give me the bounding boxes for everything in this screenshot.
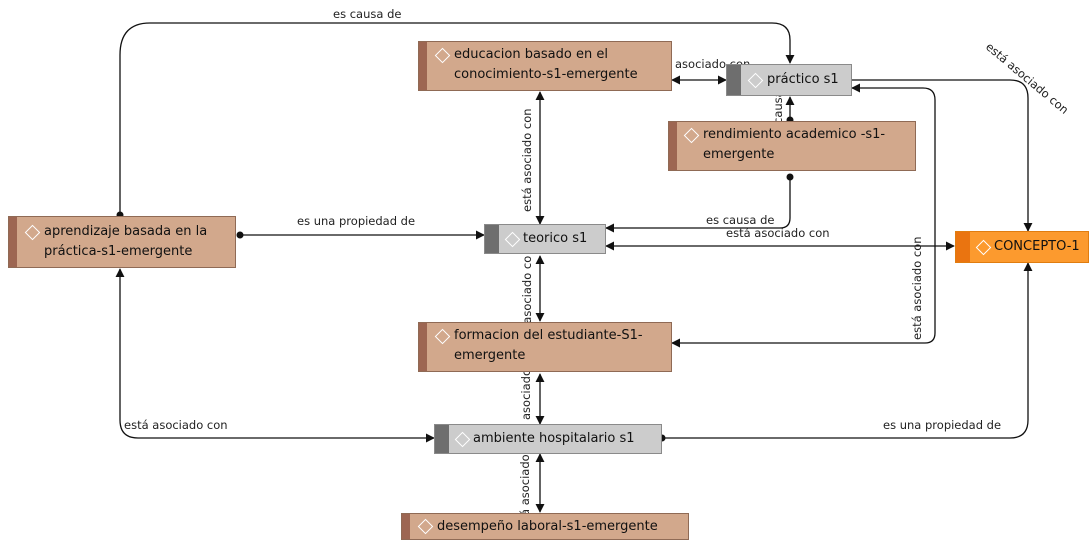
node-label: ambiente hospitalario s1 [473, 431, 635, 446]
node-label: emergente [454, 348, 526, 363]
edge-label: es causa de [706, 213, 774, 227]
edge-ambiente-concepto [658, 262, 1033, 442]
node-teorico-s1[interactable]: teorico s1 [484, 224, 606, 254]
node-educacion-basado-en-el-conocimiento[interactable]: educacion basado en el conocimiento-s1-e… [418, 41, 672, 91]
node-color-bar [727, 65, 741, 95]
diamond-icon [417, 518, 434, 535]
diamond-icon [975, 239, 992, 256]
node-color-bar [956, 232, 970, 262]
node-formacion-del-estudiante[interactable]: formacion del estudiante-S1- emergente [418, 322, 672, 372]
node-label: educacion basado en el [454, 47, 608, 62]
node-label: conocimiento-s1-emergente [454, 67, 638, 82]
node-color-bar [9, 217, 17, 267]
node-aprendizaje-basada-en-la-practica[interactable]: aprendizaje basada en la práctica-s1-eme… [8, 216, 236, 268]
node-color-bar [419, 323, 427, 371]
edge-label: está asociado con [124, 418, 228, 432]
edge-label: está asociado con [520, 108, 534, 212]
diamond-icon [454, 431, 471, 448]
diamond-icon [24, 224, 41, 241]
node-desempeno-laboral[interactable]: desempeño laboral-s1-emergente [401, 513, 689, 540]
edge-label: es una propiedad de [883, 418, 1001, 432]
node-label: teorico s1 [523, 231, 588, 246]
edge-practico-concepto [852, 79, 1033, 232]
node-practico-s1[interactable]: práctico s1 [726, 64, 852, 96]
edge-label: á asociado [518, 454, 532, 516]
node-label: formacion del estudiante-S1- [454, 328, 643, 343]
node-label: práctica-s1-emergente [44, 244, 193, 259]
node-concepto-1[interactable]: CONCEPTO-1 [955, 231, 1089, 263]
edge-label: está asociado con [910, 236, 924, 340]
edge-label: está asociado con [726, 226, 830, 240]
node-color-bar [485, 225, 499, 253]
edge-label: causa [771, 90, 785, 124]
edge-aprendizaje-practico [116, 22, 795, 219]
edge-label: está asociado con [983, 40, 1071, 117]
edge-label: es causa de [333, 7, 401, 21]
diamond-icon [747, 72, 764, 89]
edge-label: asociado [519, 369, 533, 420]
node-label: emergente [703, 147, 775, 162]
node-label: desempeño laboral-s1-emergente [437, 519, 658, 534]
node-label: aprendizaje basada en la [44, 224, 208, 239]
diamond-icon [434, 47, 451, 64]
diamond-icon [504, 231, 521, 248]
edge-label: es una propiedad de [297, 214, 415, 228]
node-color-bar [402, 514, 410, 539]
node-label: CONCEPTO-1 [994, 239, 1080, 254]
node-label: práctico s1 [767, 72, 839, 87]
node-color-bar [435, 425, 449, 453]
node-label: rendimiento academico -s1- [703, 127, 886, 142]
node-ambiente-hospitalario[interactable]: ambiente hospitalario s1 [434, 424, 662, 454]
edge-aprendizaje-ambiente [115, 268, 435, 443]
diamond-icon [683, 127, 700, 144]
node-color-bar [669, 122, 677, 170]
node-rendimiento-academico[interactable]: rendimiento academico -s1- emergente [668, 121, 916, 171]
node-color-bar [419, 42, 427, 90]
diamond-icon [434, 328, 451, 345]
